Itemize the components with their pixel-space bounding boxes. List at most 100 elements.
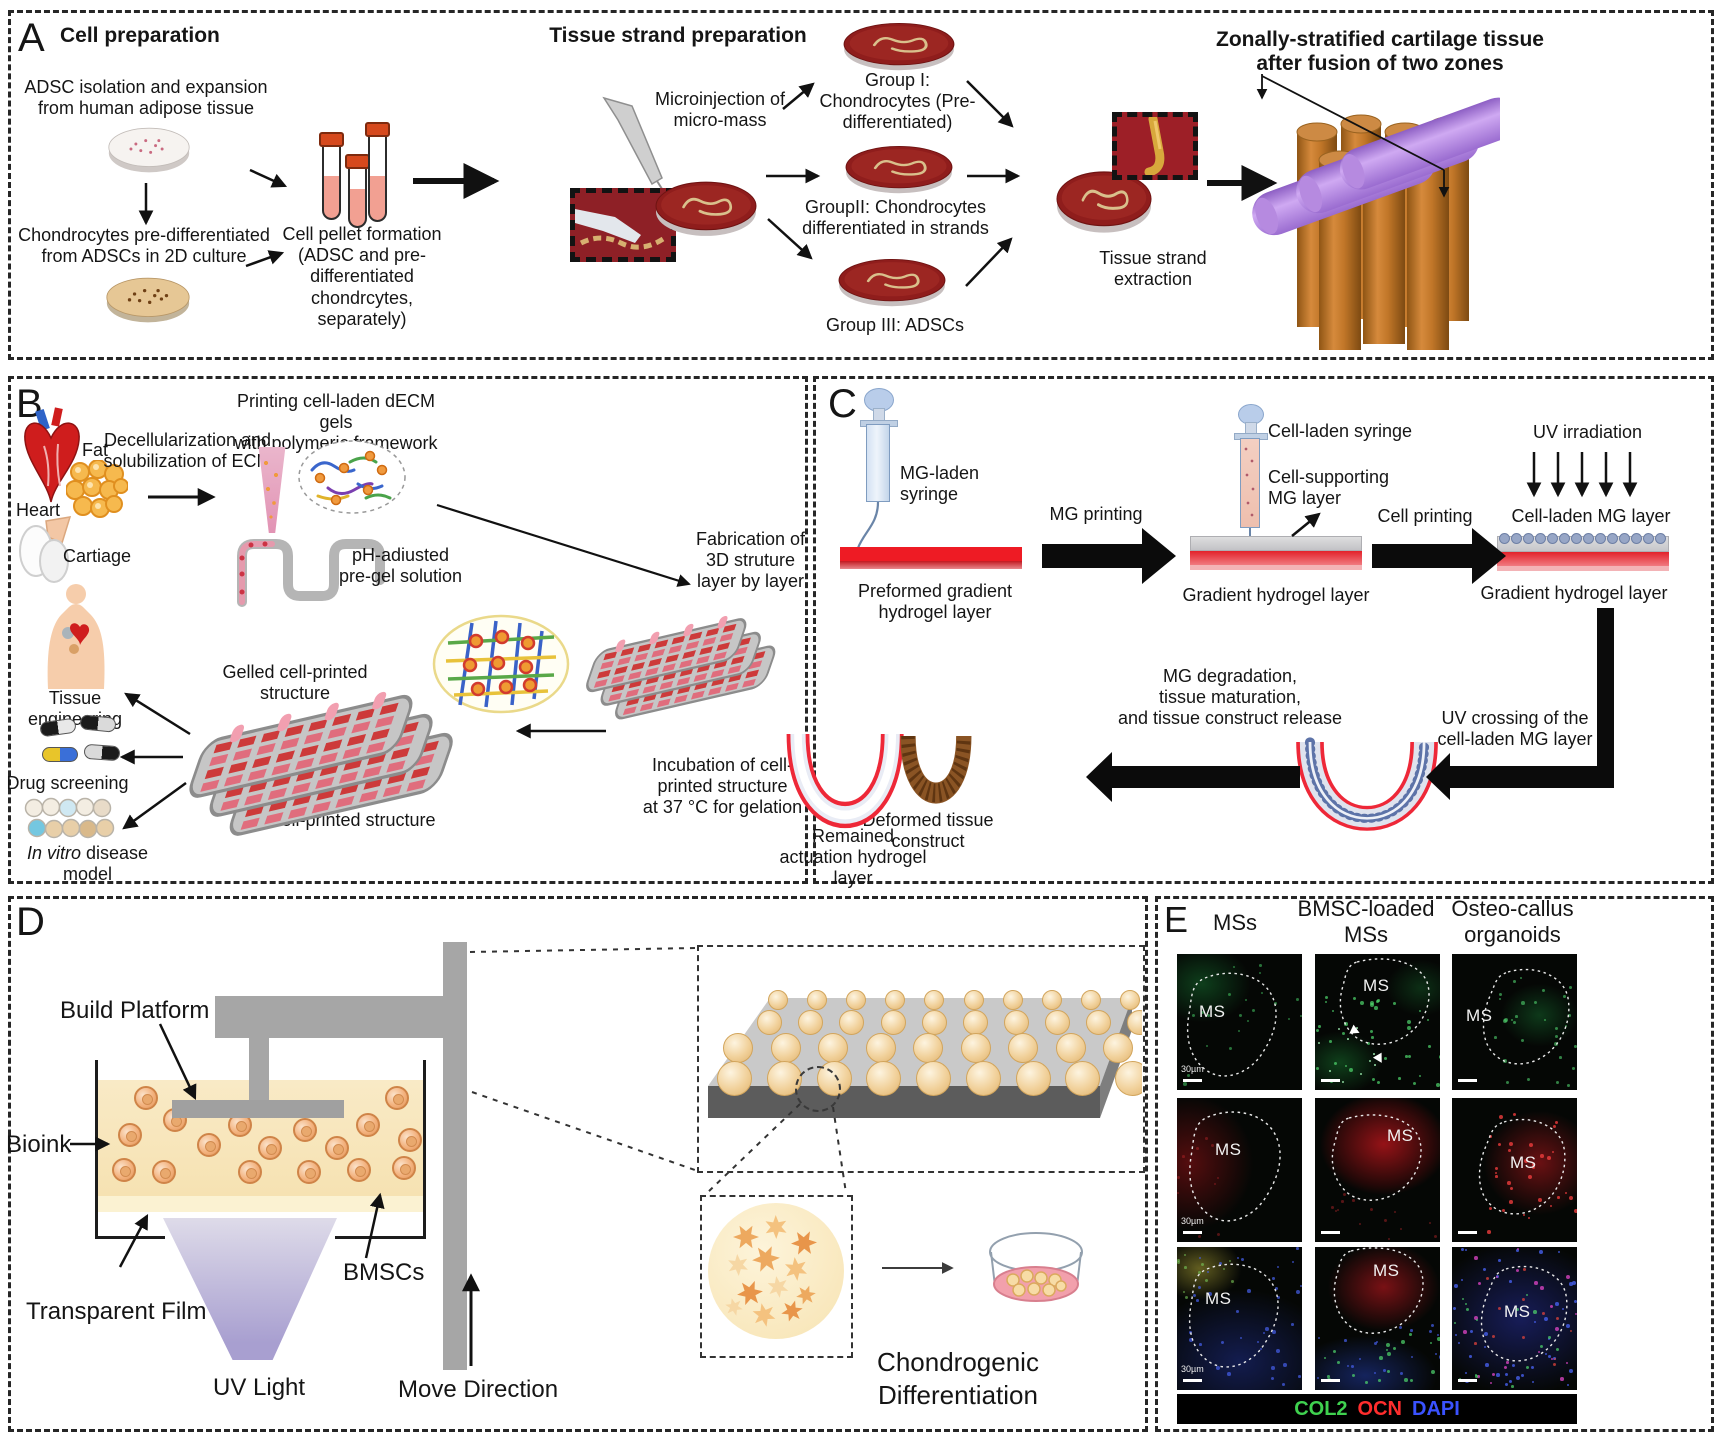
test-tube	[319, 132, 344, 220]
cell-printing-label: Cell printing	[1377, 506, 1473, 526]
gantry-column	[443, 942, 467, 1370]
scale-bar	[1458, 1231, 1477, 1234]
vat-bottom-left	[95, 1236, 165, 1239]
adsc-isolation-label: ADSC isolation and expansion from human …	[24, 77, 268, 119]
invitro-label: In vitro disease model	[26, 843, 149, 885]
preformed-label: Preformed gradient hydrogel layer	[857, 581, 1013, 623]
decell-label: Decellularization and solubilization of …	[103, 430, 272, 472]
petri-dish-micromass	[655, 176, 757, 238]
ms-label: MS	[1387, 1126, 1414, 1145]
bmsc-cell-icon	[134, 1086, 158, 1110]
e-col1-header: MSs	[1213, 910, 1257, 935]
panel-a-letter: A	[18, 16, 45, 60]
culture-dish-chondrocytes	[106, 274, 190, 324]
micrograph: MS	[1315, 1098, 1440, 1242]
platform-stem	[249, 1038, 269, 1102]
fat-label: Fat	[81, 440, 108, 460]
u-shapes	[786, 733, 1438, 831]
bmscs-label: BMSCs	[343, 1259, 425, 1286]
hydrogel-bar2	[1190, 551, 1362, 565]
hydrogel-bar3-edge	[1497, 566, 1669, 571]
mg-layer-bar	[1190, 536, 1362, 551]
bmsc-cell-icon	[347, 1158, 371, 1182]
build-platform-label: Build Platform	[60, 997, 210, 1024]
bmsc-cell-icon	[258, 1136, 282, 1160]
group2-label: GroupII: Chondrocytes differentiated in …	[802, 197, 989, 239]
ms-label: MS	[1504, 1302, 1531, 1321]
remained-label: Remained actuation hydrogel layer	[779, 826, 927, 889]
bmsc-cell-icon	[118, 1123, 142, 1147]
extraction-label: Tissue strand extraction	[1099, 248, 1207, 290]
uv-irradiation-label: UV irradiation	[1532, 422, 1643, 442]
zonal-cartilage-construct	[1252, 97, 1500, 350]
printed3d-label: 3D cell-printed structure	[244, 810, 436, 830]
legend-ocn: OCN	[1357, 1397, 1402, 1420]
culture-dish-adsc	[108, 124, 190, 174]
micrograph: MS	[1452, 1098, 1577, 1242]
vat-wall-right	[423, 1060, 426, 1238]
microsphere-array	[700, 948, 1142, 1170]
bmsc-cell-icon	[392, 1156, 416, 1180]
legend-dapi: DAPI	[1412, 1397, 1460, 1420]
bmsc-cell-icon	[197, 1133, 221, 1157]
legend-col2: COL2	[1294, 1397, 1348, 1420]
hydrogel-bar3	[1497, 552, 1669, 566]
cartilage-label: Cartiage	[62, 546, 132, 566]
hydrogel-bar2-edge	[1190, 565, 1362, 570]
cell-pellet-label: Cell pellet formation (ADSC and pre- dif…	[282, 224, 442, 329]
body-silhouette-icon	[47, 584, 105, 689]
ms-label: MS	[1373, 1261, 1400, 1280]
micrograph: MS 30µm	[1177, 954, 1302, 1090]
e-col3-header: Osteo-callus organoids	[1451, 896, 1574, 948]
mg-syringe-icon	[856, 388, 906, 553]
scale-bar	[1183, 1379, 1202, 1382]
stain-legend-bar: COL2 OCN DAPI	[1177, 1394, 1577, 1424]
ms-label: MS	[1510, 1153, 1537, 1172]
platform-arm	[215, 996, 455, 1038]
pill-icon	[42, 747, 78, 762]
bioink-label: Bioink	[6, 1131, 72, 1158]
group1-label: Group I: Chondrocytes (Pre- differentiat…	[819, 70, 976, 133]
ms-label: MS	[1215, 1140, 1242, 1159]
petri-dish-group1	[843, 18, 955, 72]
e-col2-header: BMSC-loaded MSs	[1297, 896, 1435, 948]
scale-bar	[1183, 1231, 1202, 1234]
zonal-title: Zonally-stratified cartilage tissue afte…	[1216, 28, 1544, 76]
ph-label: pH-adiusted pre-gel solution	[338, 545, 463, 587]
polymer-inset-icon	[298, 440, 406, 514]
panel-d-border	[8, 896, 1148, 1432]
scale-bar	[1458, 1379, 1477, 1382]
microinjection-label: Microinjection of micro-mass	[654, 89, 786, 131]
scale-bar	[1183, 1079, 1202, 1082]
test-tube	[345, 154, 370, 228]
invitro-italic: In vitro	[26, 843, 81, 863]
bmsc-cell-icon	[385, 1086, 409, 1110]
drug-label: Drug screening	[6, 773, 129, 793]
single-ms-inset-box	[700, 1195, 853, 1358]
petri-dish-group2	[845, 141, 953, 195]
chondrogenic-label: Chondrogenic Differentiation	[877, 1347, 1039, 1410]
mg-syringe-label: MG-laden syringe	[900, 463, 980, 505]
fabrication-label: Fabrication of 3D struture layer by laye…	[695, 529, 806, 592]
panel-a-title: Cell preparation	[60, 24, 220, 47]
petri-dish-group3	[838, 254, 946, 308]
micrograph: MS	[1315, 1247, 1440, 1390]
transparent-film-label: Transparent Film	[26, 1298, 207, 1325]
pill-icon	[83, 743, 121, 762]
cell-laden-mg-label: Cell-laden MG layer	[1511, 506, 1671, 526]
bmsc-cell-icon	[325, 1136, 349, 1160]
scale-bar	[1321, 1079, 1340, 1082]
gradient2-label: Gradient hydrogel layer	[1480, 583, 1668, 603]
strand-inset	[1112, 112, 1198, 180]
bmsc-cell-icon	[398, 1128, 422, 1152]
group3-label: Group III: ADSCs	[825, 315, 965, 335]
mg-printing-label: MG printing	[1049, 504, 1143, 524]
well-plate-icon	[24, 797, 115, 839]
petri-dish-extraction	[1056, 165, 1152, 235]
panel-d-letter: D	[16, 900, 45, 944]
fat-tissue-icon	[66, 460, 128, 518]
micrograph: MS	[1452, 1247, 1577, 1390]
differentiation-dish-icon	[989, 1232, 1083, 1302]
ms-label: MS	[1205, 1289, 1232, 1308]
panel-e-letter: E	[1164, 899, 1189, 940]
